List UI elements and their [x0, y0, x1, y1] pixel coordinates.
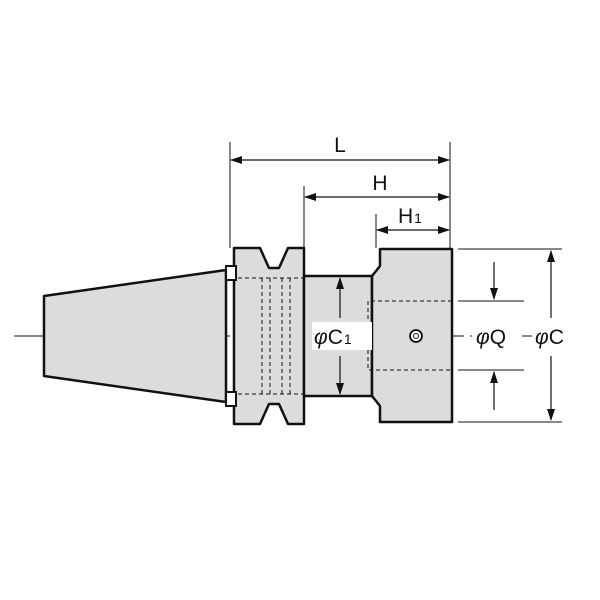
taper-shank: [42, 268, 228, 404]
label-L: L: [334, 134, 346, 157]
label-H: H: [372, 172, 387, 195]
label-H1-sub: 1: [414, 210, 422, 226]
flange-notch-top: [225, 265, 237, 281]
label-bg-C1: [312, 322, 372, 350]
label-C1-sub: 1: [344, 331, 352, 347]
flange-hidden-lines: [238, 277, 304, 395]
set-screw-inner: [413, 333, 419, 339]
label-bg-Q: [472, 322, 522, 350]
label-C1-main: C: [328, 326, 343, 349]
set-screw: [409, 329, 423, 343]
label-Q-main: Q: [490, 326, 506, 349]
flange: [232, 246, 306, 426]
flange-notch-bottom: [225, 391, 237, 407]
label-C-phi: φ: [535, 326, 549, 349]
label-Q-phi: φ: [476, 326, 490, 349]
hidden-bore: [367, 300, 452, 371]
label-C-main: C: [549, 326, 564, 349]
label-C1: φC1: [314, 326, 352, 349]
label-bg-C: [532, 322, 578, 350]
label-H1: H1: [398, 205, 422, 228]
label-C1-phi: φ: [314, 326, 328, 349]
label-Q: φQ: [476, 326, 506, 349]
label-C: φC: [535, 326, 564, 349]
label-H1-main: H: [398, 205, 413, 228]
